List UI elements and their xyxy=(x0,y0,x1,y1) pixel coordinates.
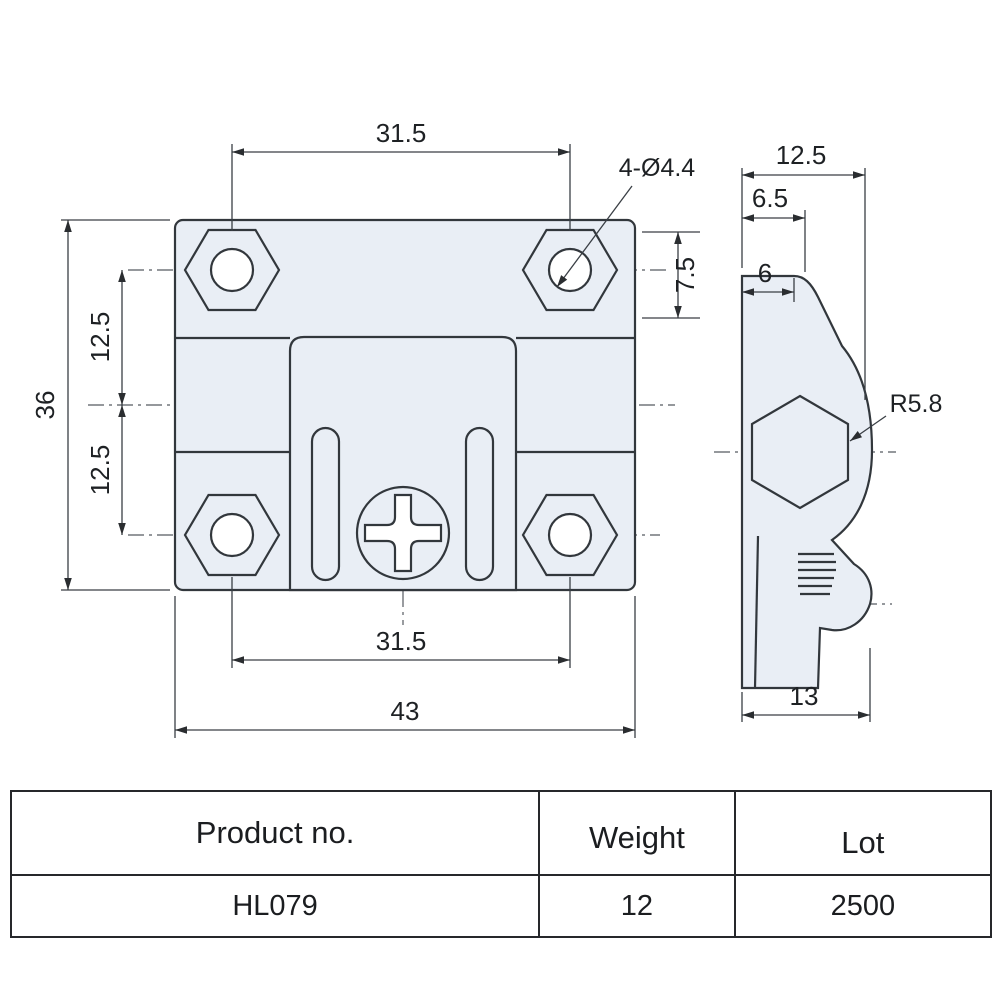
dim-flange-width: 6 xyxy=(742,258,795,302)
dim-bottom-hole-spacing: 31.5 xyxy=(231,577,571,668)
dim-plate-height: 36 xyxy=(30,219,170,591)
dim-label-upper-hole-to-center: 12.5 xyxy=(85,312,115,363)
dim-label-top-hole-spacing: 31.5 xyxy=(376,118,427,148)
table-header-weight: Weight xyxy=(540,792,736,876)
dim-side-base-width: 13 xyxy=(741,648,871,722)
table-header-product: Product no. xyxy=(12,792,541,876)
dim-label-hex-radius: R5.8 xyxy=(890,390,943,418)
dim-label-side-hex-offset: 6.5 xyxy=(752,183,788,213)
dim-plate-width: 43 xyxy=(174,596,636,738)
dim-edge-to-hole: 7.5 xyxy=(642,231,700,319)
dim-side-hex-offset: 6.5 xyxy=(742,183,806,272)
dim-label-flange-width: 6 xyxy=(758,258,772,288)
hex-nut-top-left xyxy=(183,228,281,312)
bolt-hole-bottom-right xyxy=(547,512,593,558)
dim-label-hole-callout: 4-Ø4.4 xyxy=(619,154,696,182)
dim-label-edge-to-hole: 7.5 xyxy=(670,257,700,293)
table-header-lot: Lot xyxy=(735,792,990,876)
hex-nut-bottom-right xyxy=(521,493,619,577)
dim-upper-hole-to-center: 12.5 xyxy=(85,270,126,405)
dim-label-plate-width: 43 xyxy=(391,696,420,726)
dim-label-center-to-lower-hole: 12.5 xyxy=(85,445,115,496)
table-value-product: HL079 xyxy=(12,876,541,936)
dim-label-plate-height: 36 xyxy=(30,391,60,420)
dim-hole-callout: 4-Ø4.4 xyxy=(556,154,696,288)
phillips-cross-icon xyxy=(363,493,443,573)
table-value-lot: 2500 xyxy=(830,889,896,922)
dim-side-depth: 12.5 xyxy=(741,140,866,400)
dim-hex-radius: R5.8 xyxy=(849,390,943,442)
dim-label-side-depth: 12.5 xyxy=(776,140,827,170)
dim-label-side-base-width: 13 xyxy=(790,681,819,711)
side-view: 12.5 6.5 6 R5.8 1 xyxy=(714,140,942,722)
dim-center-to-lower-hole: 12.5 xyxy=(85,405,126,535)
bolt-hole-bottom-left xyxy=(209,512,255,558)
clamp-slit xyxy=(753,535,760,689)
slot-left xyxy=(310,426,341,582)
bolt-hole-top-left xyxy=(209,247,255,293)
hex-nut-bottom-left xyxy=(183,493,281,577)
dim-top-hole-spacing: 31.5 xyxy=(231,118,571,231)
thread-lines xyxy=(798,552,836,596)
front-view: 31.5 4-Ø4.4 36 12.5 12.5 xyxy=(30,118,700,738)
center-screw xyxy=(355,485,451,581)
technical-drawing: 31.5 4-Ø4.4 36 12.5 12.5 xyxy=(30,118,942,738)
side-hex-nut xyxy=(750,394,850,510)
dim-label-bottom-hole-spacing: 31.5 xyxy=(376,626,427,656)
slot-right xyxy=(464,426,495,582)
table-value-weight: 12 xyxy=(540,876,736,936)
hinge-knuckle xyxy=(288,335,518,592)
spec-table: Product no. Weight Lot HL079 12 2500 xyxy=(10,790,992,938)
